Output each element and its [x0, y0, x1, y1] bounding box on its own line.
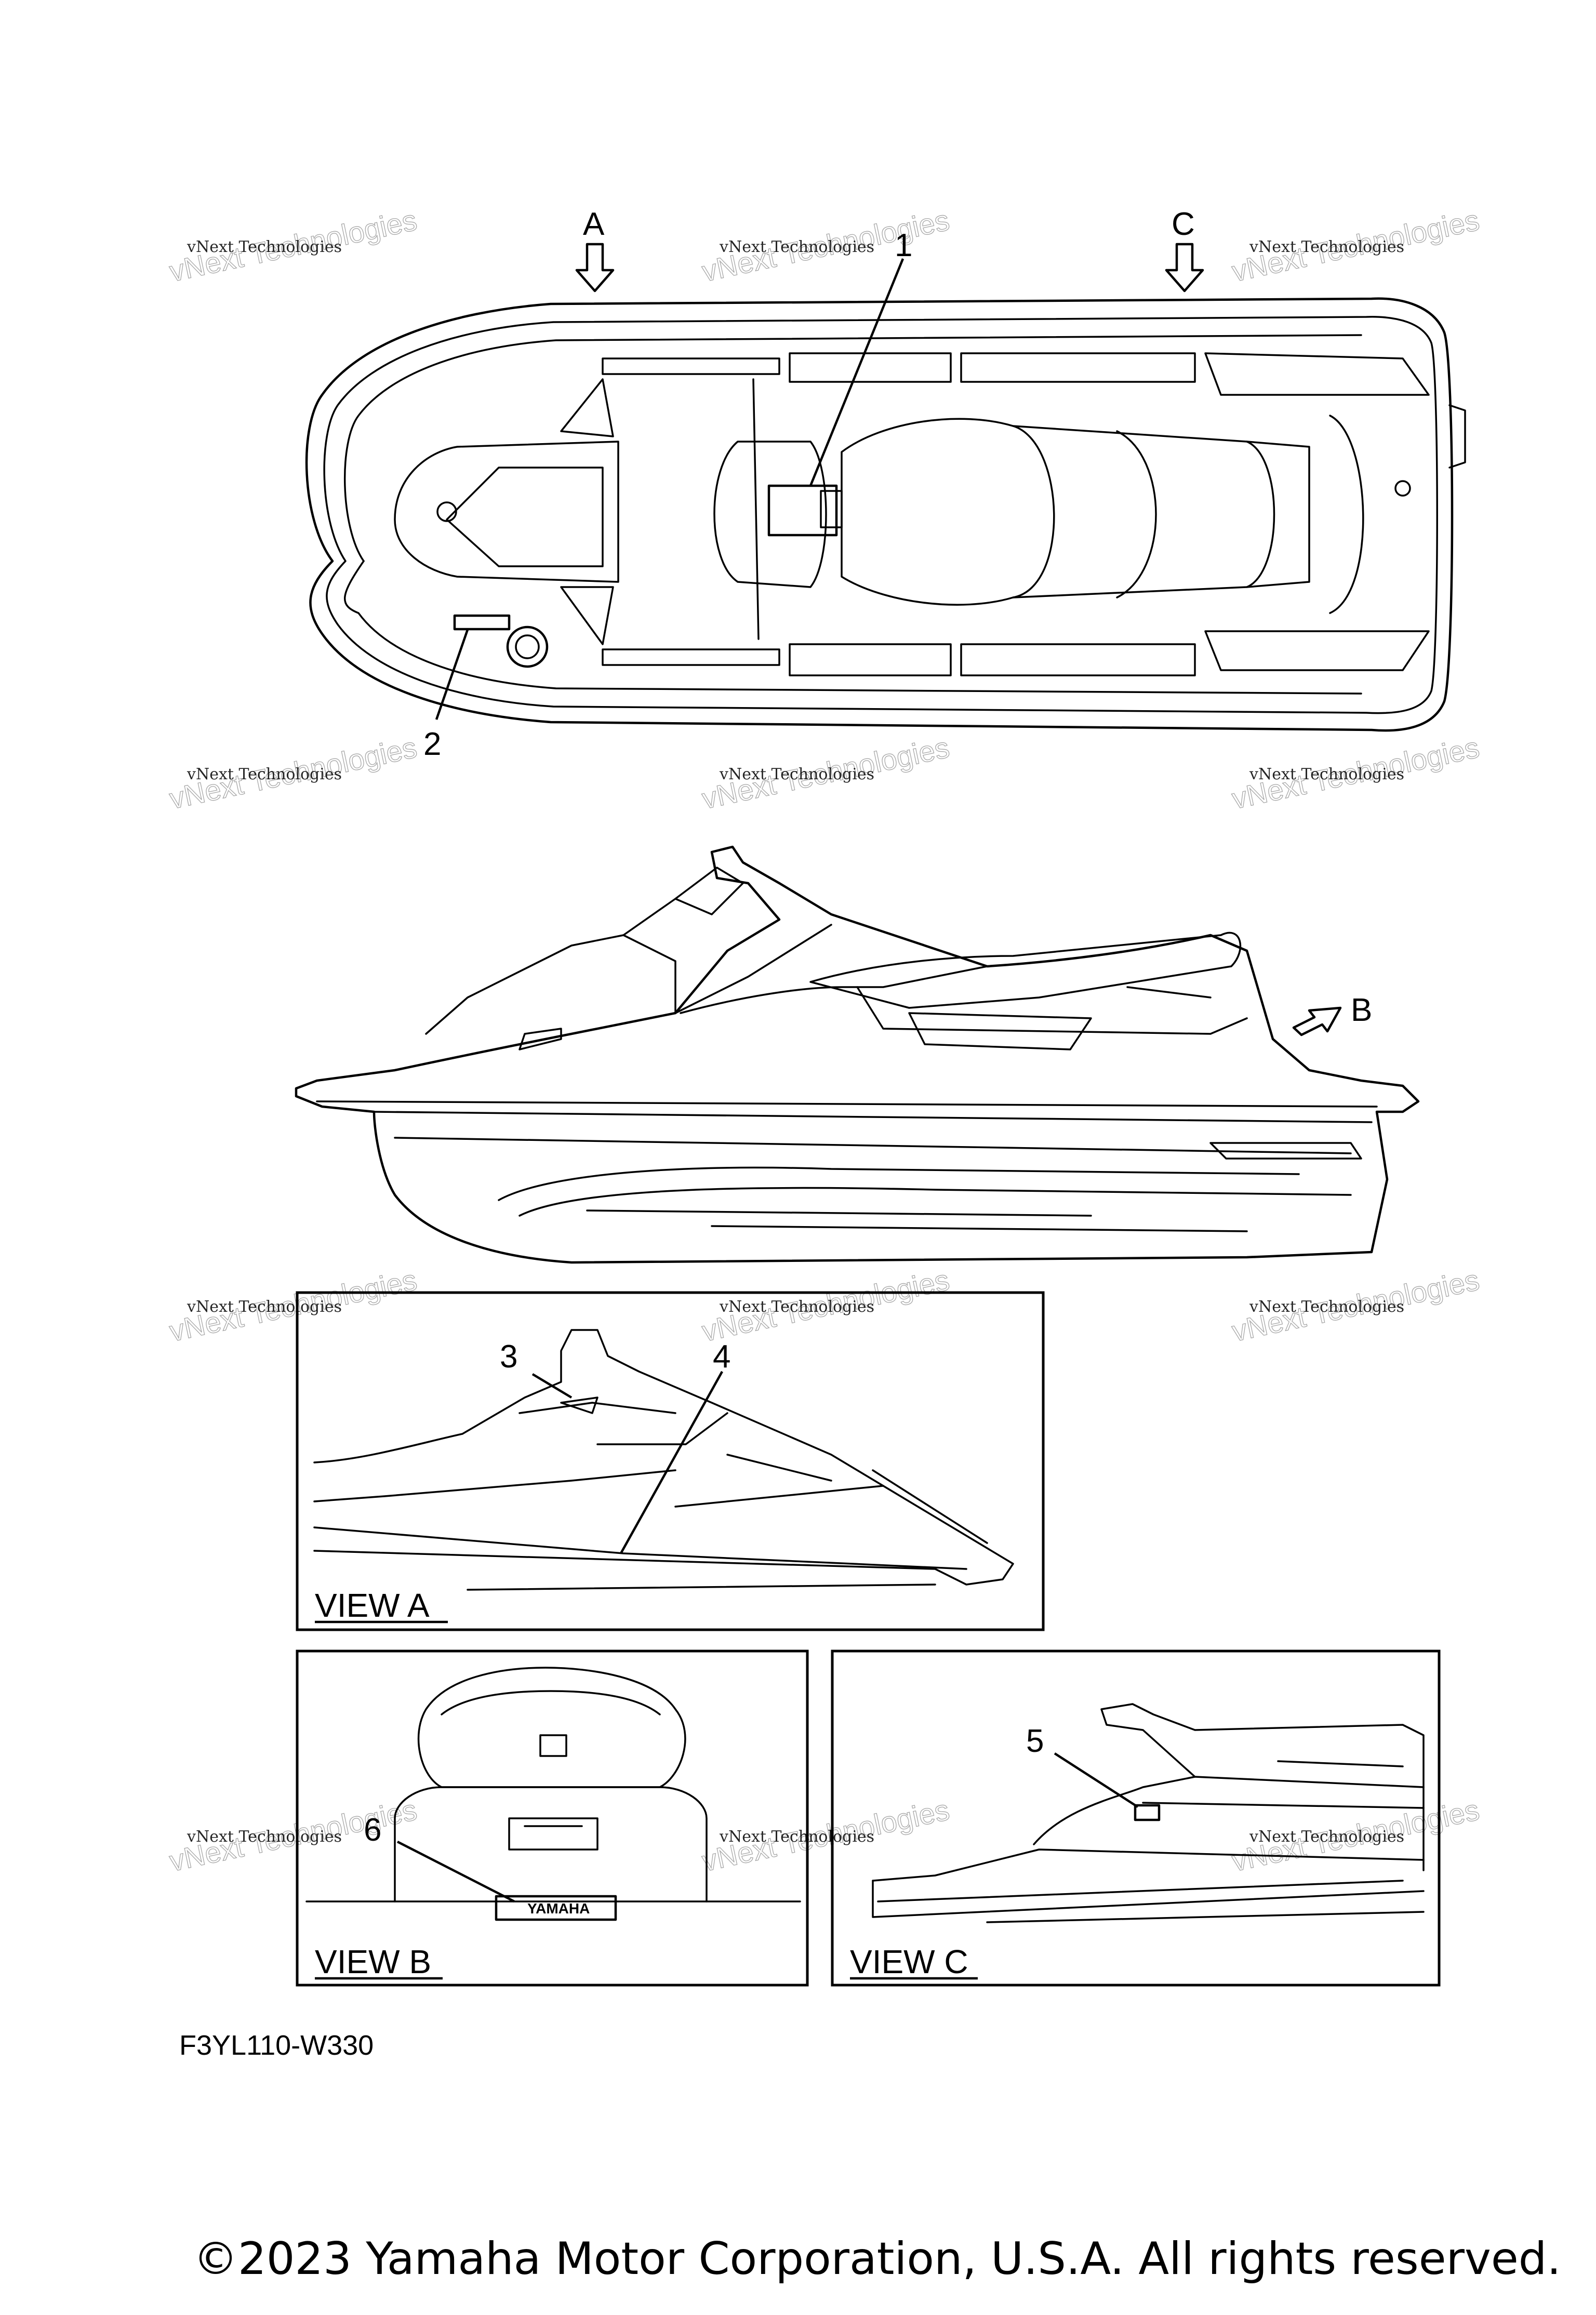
- callout-1: 1: [895, 228, 912, 263]
- watermark-text: vNext Technologies: [1249, 238, 1404, 256]
- emblem-text: YAMAHA: [527, 1900, 590, 1917]
- top-view-watercraft: [305, 297, 1466, 732]
- callout-5: 5: [1026, 1723, 1044, 1759]
- view-a-label: VIEW A: [315, 1587, 430, 1624]
- watermark-text: vNext Technologies: [187, 238, 342, 256]
- leader-5: [1054, 1752, 1139, 1808]
- arrow-label-b: B: [1351, 992, 1372, 1028]
- arrow-c-icon: [1165, 243, 1204, 292]
- view-c-label: VIEW C: [850, 1943, 968, 1980]
- figure-code: F3YL110-W330: [179, 2030, 374, 2061]
- leader-6: [396, 1840, 515, 1903]
- leader-3: [531, 1373, 573, 1399]
- watermark-text: vNext Technologies: [1249, 1298, 1404, 1316]
- arrow-label-a: A: [583, 206, 605, 242]
- watermark-text: vNext Technologies: [1249, 765, 1404, 783]
- watermark-text: vNext Technologies: [719, 1298, 874, 1316]
- watermark-text: vNext Technologies: [719, 1828, 874, 1846]
- arrow-label-c: C: [1172, 206, 1195, 242]
- watermark-text: vNext Technologies: [187, 765, 342, 783]
- leader-1: [809, 258, 905, 486]
- callout-4: 4: [713, 1339, 730, 1375]
- leader-2: [435, 629, 469, 720]
- view-a-panel: [296, 1291, 1045, 1631]
- view-b-label: VIEW B: [315, 1943, 431, 1980]
- leader-4: [620, 1371, 723, 1554]
- watermark-text: vNext Technologies: [187, 1298, 342, 1316]
- watermark-text: vNext Technologies: [719, 765, 874, 783]
- copyright-notice: ©2023 Yamaha Motor Corporation, U.S.A. A…: [193, 2233, 1561, 2285]
- callout-2: 2: [423, 726, 441, 762]
- view-c-panel: [831, 1649, 1441, 1987]
- side-view-watercraft: [295, 845, 1420, 1264]
- callout-6: 6: [364, 1812, 381, 1848]
- watermark-text: vNext Technologies: [719, 238, 874, 256]
- view-b-panel: YAMAHA: [296, 1649, 809, 1987]
- callout-3: 3: [500, 1339, 517, 1375]
- watermark-text: vNext Technologies: [187, 1828, 342, 1846]
- watermark-text: vNext Technologies: [1249, 1828, 1404, 1846]
- arrow-a-icon: [575, 243, 615, 292]
